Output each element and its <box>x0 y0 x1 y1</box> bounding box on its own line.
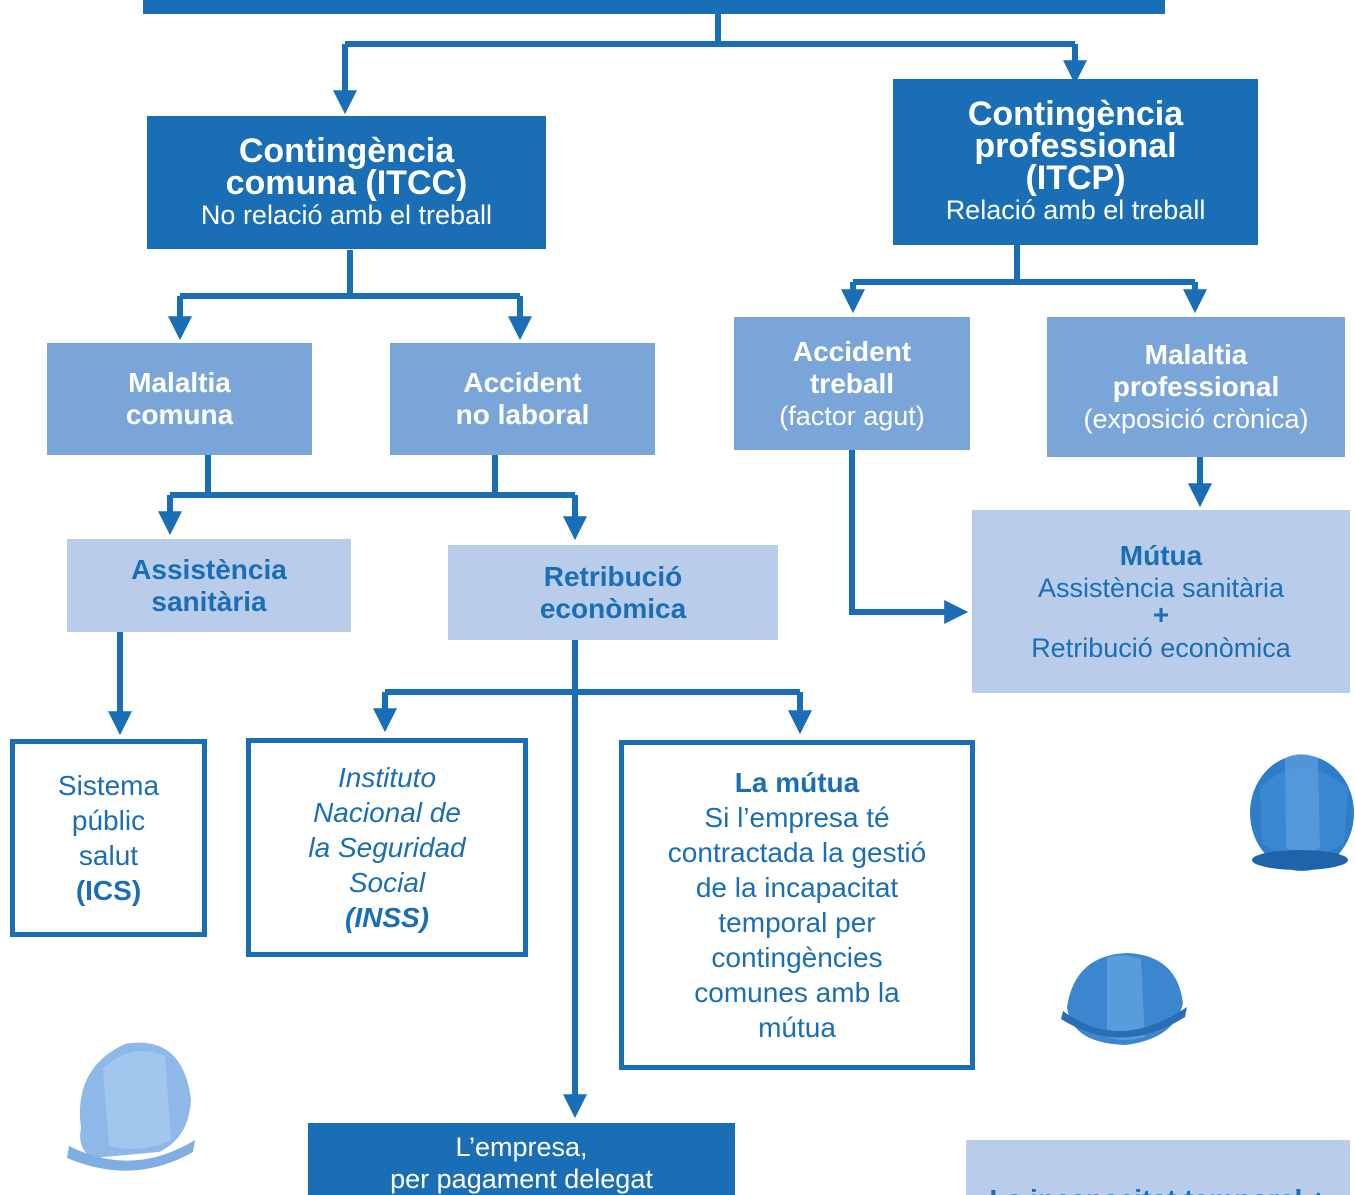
inss-line-4: Social <box>348 867 426 898</box>
malaltia-professional-line-2: professional <box>1112 371 1280 402</box>
la-mutua-line: de la incapacitat <box>695 872 899 903</box>
node-la-mutua: La mútua Si l’empresa té contractada la … <box>619 740 975 1070</box>
node-inss: Instituto Nacional de la Seguridad Socia… <box>246 738 528 957</box>
itcc-subtitle: No relació amb el treball <box>200 199 493 230</box>
mutua-line-1: Assistència sanitària <box>1037 572 1285 603</box>
node-malaltia-comuna: Malaltia comuna <box>47 343 312 455</box>
itcp-title-1: Contingència <box>967 95 1184 133</box>
la-mutua-line: temporal per <box>718 907 876 938</box>
node-accident-treball: Accident treball (factor agut) <box>734 317 970 450</box>
ics-line-2: públic <box>71 805 146 836</box>
assistencia-line-1: Assistència <box>131 553 287 585</box>
retribucio-line-1: Retribució <box>543 560 683 592</box>
la-mutua-line: comunes amb la <box>694 977 900 1008</box>
la-mutua-line: mútua <box>758 1012 836 1043</box>
inss-line-3: la Seguridad <box>308 832 466 863</box>
node-itcc: Contingència comuna (ITCC) No relació am… <box>147 116 546 249</box>
empresa-line-2: per pagament delegat <box>390 1164 653 1194</box>
node-assistencia-sanitaria: Assistència sanitària <box>67 539 351 632</box>
inss-bold: (INSS) <box>345 902 429 933</box>
node-retribucio-economica: Retribució econòmica <box>448 545 778 640</box>
node-mutua: Mútua Assistència sanitària + Retribució… <box>972 510 1350 693</box>
assistencia-line-2: sanitària <box>151 585 267 617</box>
node-ics: Sistema públic salut (ICS) <box>10 739 207 937</box>
itcc-title-2: comuna (ITCC) <box>225 163 468 202</box>
mutua-title: Mútua <box>1119 539 1203 571</box>
node-itcp: Contingència professional (ITCP) Relació… <box>893 79 1258 245</box>
ics-line-3: salut <box>78 840 139 871</box>
la-mutua-line: Si l’empresa té <box>704 802 890 833</box>
inss-line-1: Instituto <box>337 762 437 793</box>
top-header-bar <box>143 0 1165 14</box>
malaltia-comuna-line-2: comuna <box>125 399 234 430</box>
la-mutua-line: contractada la gestió <box>667 837 927 868</box>
node-accident-no-laboral: Accident no laboral <box>390 343 655 455</box>
itcp-subtitle: Relació amb el treball <box>945 195 1206 225</box>
retribucio-line-2: econòmica <box>539 592 687 624</box>
node-empresa: L’empresa, per pagament delegat <box>308 1123 735 1195</box>
accident-treball-note: (factor agut) <box>779 400 925 431</box>
mutua-line-2: Retribució econòmica <box>1031 632 1291 663</box>
arrow-accident-to-mutua <box>849 450 969 624</box>
helmet-icon <box>1061 953 1187 1045</box>
itcp-title-2: professional <box>974 127 1177 165</box>
ics-line-1: Sistema <box>57 770 160 801</box>
bottom-note-box: La incapacitat temporal + <box>966 1140 1350 1195</box>
ics-bold: (ICS) <box>75 875 142 906</box>
malaltia-professional-note: (exposició crònica) <box>1083 404 1309 434</box>
inss-line-2: Nacional de <box>313 797 461 828</box>
accident-treball-line-2: treball <box>809 367 895 399</box>
la-mutua-line: contingències <box>711 942 883 973</box>
la-mutua-title: La mútua <box>734 767 860 798</box>
itcp-title-3: (ITCP) <box>1025 159 1126 197</box>
bottom-note-text: La incapacitat temporal + <box>990 1184 1327 1195</box>
helmet-icon <box>67 1042 195 1171</box>
helmet-icon <box>1250 754 1354 871</box>
mutua-plus: + <box>1152 598 1170 630</box>
empresa-line-1: L’empresa, <box>455 1132 588 1162</box>
malaltia-comuna-line-1: Malaltia <box>128 367 231 398</box>
itcc-title-1: Contingència <box>238 131 455 170</box>
malaltia-professional-line-1: Malaltia <box>1144 339 1248 370</box>
accident-treball-line-1: Accident <box>792 335 912 367</box>
node-malaltia-professional: Malaltia professional (exposició crònica… <box>1047 317 1345 457</box>
accident-no-laboral-line-1: Accident <box>463 367 582 398</box>
accident-no-laboral-line-2: no laboral <box>455 399 590 430</box>
